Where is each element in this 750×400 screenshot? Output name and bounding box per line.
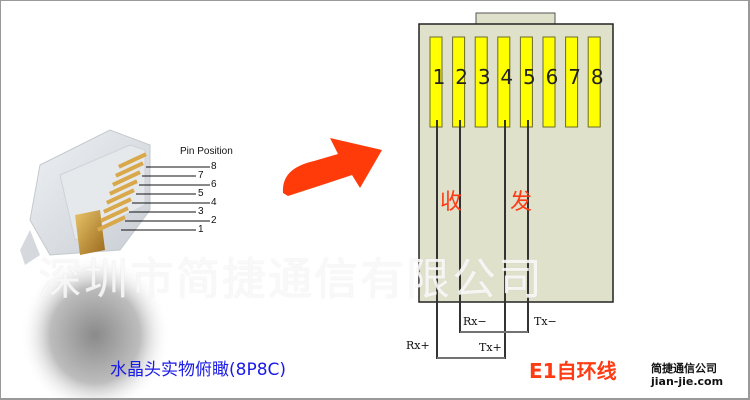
pin-number-label: 6 xyxy=(545,65,559,89)
pin-number: 3 xyxy=(198,206,204,217)
connector-body xyxy=(418,23,614,303)
pin-leader-lines xyxy=(121,166,210,231)
pin-group xyxy=(429,36,601,128)
pin-8 xyxy=(587,36,601,128)
pin-7 xyxy=(565,36,579,128)
pin-number-label: 5 xyxy=(523,65,536,89)
pin-number-label: 8 xyxy=(590,65,604,89)
watermark: 深圳市简捷通信有限公司 xyxy=(38,254,544,305)
pin-number-label: 1 xyxy=(432,65,446,89)
rj45-connector-diagram xyxy=(418,12,614,359)
pin-number: 1 xyxy=(198,224,204,235)
pin-5 xyxy=(519,36,533,128)
brand-name: 简捷通信公司 xyxy=(651,362,717,375)
brand-url: jian-jie.com xyxy=(651,375,724,388)
pin-4 xyxy=(497,36,511,128)
pin-6 xyxy=(542,36,556,128)
arrow-icon xyxy=(282,138,382,196)
pin-number-label: 2 xyxy=(455,65,468,89)
pin-number: 7 xyxy=(198,170,204,181)
pin-3 xyxy=(474,36,488,128)
latch xyxy=(20,230,40,265)
gold-pins xyxy=(96,152,147,232)
cable-shadow xyxy=(20,255,170,400)
rx-plus-label: Rx+ xyxy=(406,339,430,352)
pin-2 xyxy=(452,36,466,128)
receive-label: 收 xyxy=(440,190,463,215)
diagram-title: E1自环线 xyxy=(529,359,617,383)
gold-contact-block xyxy=(75,210,105,255)
transmit-label: 发 xyxy=(510,190,533,215)
pin-number: 4 xyxy=(211,197,217,208)
rj45-photo xyxy=(20,129,210,400)
pin-position-label: Pin Position xyxy=(180,146,233,157)
pin-number: 6 xyxy=(211,179,217,190)
pin-number-label: 7 xyxy=(568,65,581,89)
pin-number-label: 4 xyxy=(500,65,514,89)
pin-number-label: 3 xyxy=(477,65,491,89)
tx-minus-label: Tx− xyxy=(534,315,557,328)
brand-logo: 简捷通信公司 jian-jie.com xyxy=(651,362,723,388)
tx-plus-label: Tx+ xyxy=(479,341,502,354)
pin-number: 5 xyxy=(198,188,204,199)
pin-number: 8 xyxy=(211,161,217,172)
rx-minus-label: Rx− xyxy=(463,315,487,328)
pin-number: 2 xyxy=(211,215,217,226)
photo-caption: 水晶头实物俯瞰(8P8C) xyxy=(110,360,287,380)
